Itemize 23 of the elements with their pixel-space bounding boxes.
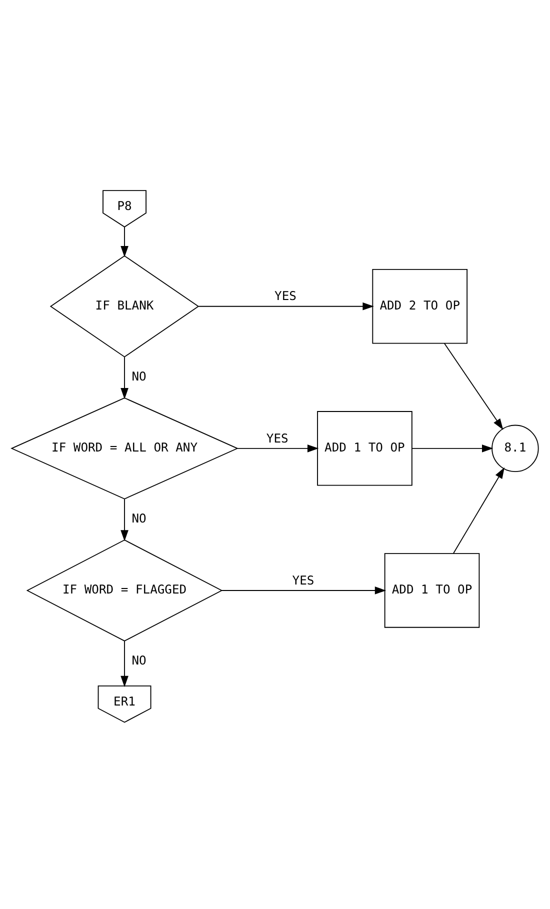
arrow: [120, 498, 128, 542]
edge-label: YES: [266, 431, 288, 446]
arrow: [453, 467, 505, 554]
arrow: [120, 356, 128, 400]
arrow: [198, 302, 374, 310]
node-diamond: IF WORD = FLAGGED: [26, 539, 223, 642]
edge-label: YES: [292, 573, 314, 588]
arrow: [412, 444, 494, 452]
arrow: [237, 444, 319, 452]
edge-label: NO: [132, 370, 146, 384]
arrow: [221, 586, 386, 594]
node-diamond: IF WORD = ALL OR ANY: [10, 397, 238, 500]
arrow: [120, 226, 128, 258]
node-box: ADD 2 TO OP: [372, 268, 468, 344]
arrow: [120, 640, 128, 688]
edge-label: NO: [132, 512, 146, 526]
node-box: ADD 1 TO OP: [384, 553, 480, 628]
node-circle: 8.1: [492, 424, 539, 472]
node-box: ADD 1 TO OP: [317, 411, 412, 486]
edge-label: NO: [132, 654, 146, 668]
arrow: [444, 342, 504, 430]
node-diamond: IF BLANK: [50, 255, 200, 358]
edge-label: YES: [274, 289, 296, 304]
